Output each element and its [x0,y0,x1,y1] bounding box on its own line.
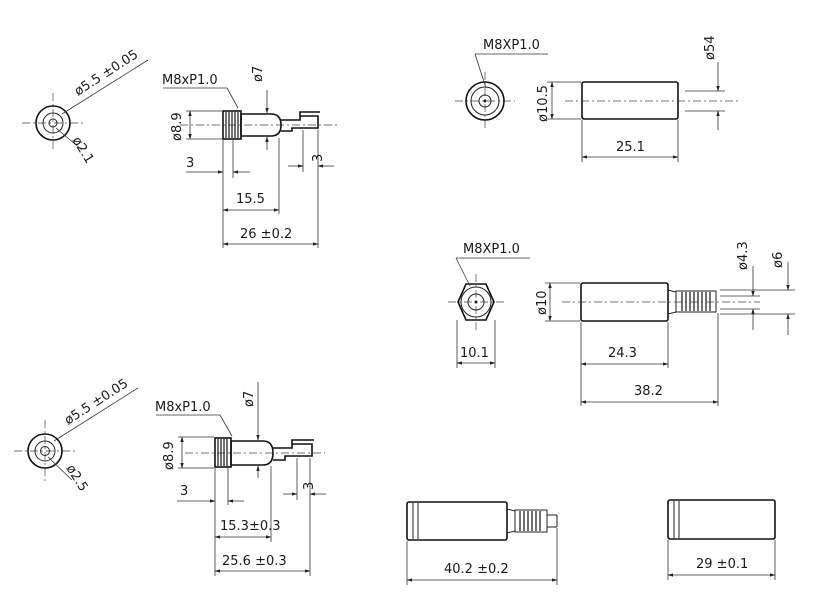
v1-dia-small-label: ø7 [251,66,266,82]
v2-front-view: ø5.5 ±0.05 ø2.5 [14,376,139,494]
v1-front-view: ø5.5 ±0.05 ø2.1 [22,47,149,166]
v2-len-mid-label: 15.3±0.3 [220,519,281,534]
v2-left-3-label: 3 [180,484,188,499]
v4-total-label: 38.2 [634,384,663,399]
v3-dia-small-label: ø54 [703,36,718,61]
v1-side-view: M8xP1.0 ø7 ø8.9 3 3 15.5 26 ±0.2 [162,66,340,248]
v4-front-width-label: 10.1 [460,346,489,361]
v6-total-label: 29 ±0.1 [696,557,748,572]
v1-dia-thread-label: ø8.9 [170,112,185,141]
v2-total-label: 25.6 ±0.3 [222,554,287,569]
v2-dia-small-label: ø7 [242,391,257,407]
v4-dia-cable-label: ø4.3 [736,241,751,270]
v3-view: M8XP1.0 ø10.5 ø54 25.1 [455,36,740,162]
v4-view: M8XP1.0 10.1 ø10 ø4.3 [448,241,795,406]
v1-inner-dia-label: ø2.1 [69,134,97,166]
v1-thread-label: M8xP1.0 [162,73,218,88]
v5-view: 40.2 ±0.2 [406,501,558,585]
v3-thread-label: M8XP1.0 [483,38,540,53]
v3-dia-body-label: ø10.5 [536,85,551,122]
v1-outer-dia-label: ø5.5 ±0.05 [72,47,141,99]
v2-side-view: M8xP1.0 ø7 ø8.9 3 3 15.3±0.3 25.6 ±0.3 [155,382,326,576]
v5-total-label: 40.2 ±0.2 [444,562,509,577]
v2-thread-label: M8xP1.0 [155,400,211,415]
v6-view: 29 ±0.1 [667,499,776,580]
v2-right-3-label: 3 [302,482,317,490]
v2-dia-thread-label: ø8.9 [162,441,177,470]
v1-right-3-label: 3 [311,154,326,162]
v4-len-body-label: 24.3 [608,346,637,361]
v2-outer-dia-label: ø5.5 ±0.05 [62,376,131,428]
v3-length-label: 25.1 [616,140,645,155]
v2-inner-dia-label: ø2.5 [63,462,91,494]
v1-total-label: 26 ±0.2 [240,227,292,242]
v1-len-mid-label: 15.5 [236,192,265,207]
v4-dia-body-label: ø10 [535,291,550,316]
v1-left-3-label: 3 [186,156,194,171]
v4-thread-label: M8XP1.0 [463,242,520,257]
v4-dia-strain-label: ø6 [771,252,786,268]
